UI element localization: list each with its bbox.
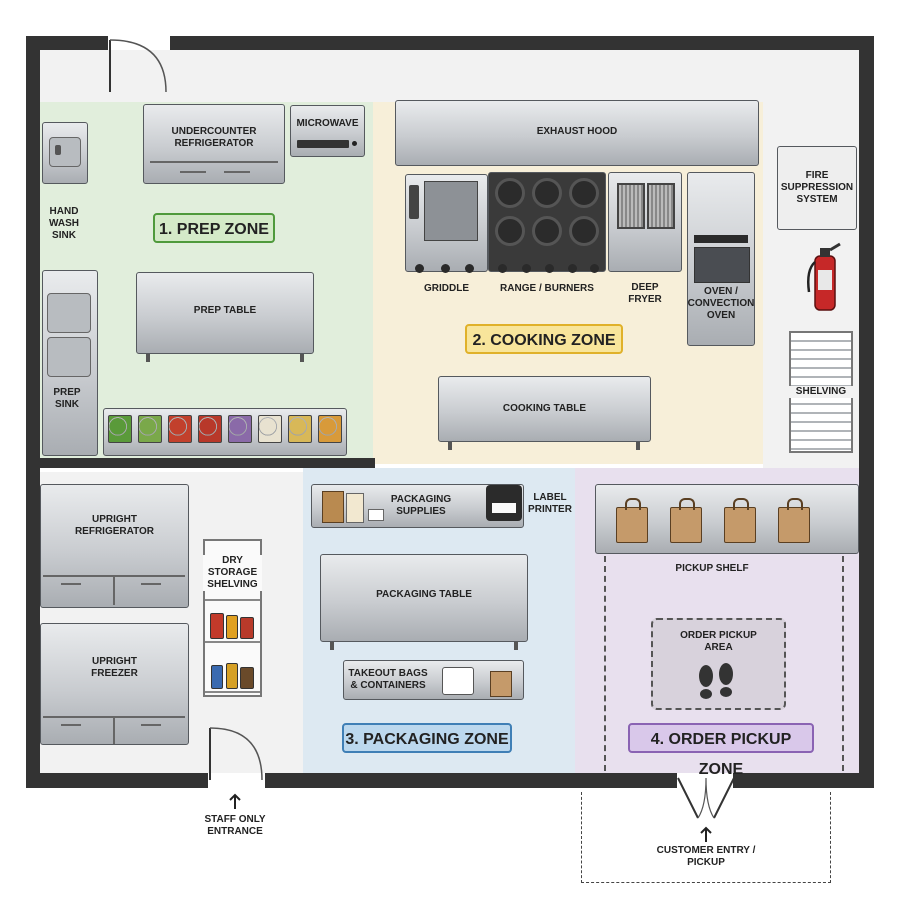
hand-wash-sink [42,122,88,184]
ingredient-pan [318,415,342,443]
ingredient-pan [108,415,132,443]
oven [687,172,755,346]
range-burners-label: RANGE / BURNERS [500,283,594,294]
oven-label: OVEN / CONVECTION OVEN [687,286,755,321]
pickup-bag [670,498,702,543]
customer-entry-label: CUSTOMER ENTRY / PICKUP [656,845,756,868]
griddle [405,174,488,272]
cooking-table [438,376,651,442]
undercounter-refrigerator-label: UNDERCOUNTER REFRIGERATOR [171,126,257,149]
upright-refrigerator-label: UPRIGHT REFRIGERATOR [74,514,155,537]
deep-fryer [608,172,682,272]
order-pickup-area-label: ORDER PICKUP AREA [680,630,757,653]
pickup-bag [778,498,810,543]
customer-entry-boundary [581,792,831,883]
prep-sink [42,270,98,456]
exhaust-hood [395,100,759,166]
prep-table [136,272,314,354]
pickup-queue-boundary [604,556,844,771]
cooking-table-label: COOKING TABLE [502,403,587,414]
burner [495,178,525,208]
takeout-bags-label: TAKEOUT BAGS & CONTAINERS [348,668,428,691]
prep-zone-badge: 1. PREP ZONE [153,213,275,243]
packaging-table-label: PACKAGING TABLE [376,589,472,600]
upright-freezer [40,623,189,745]
ingredient-pan [228,415,252,443]
wall-bottom-left [26,773,208,788]
wall-right [859,36,874,788]
burner [532,216,562,246]
customer-door-swing [677,777,735,819]
ingredient-pan [198,415,222,443]
burner [532,178,562,208]
prep-table-label: PREP TABLE [193,305,257,316]
pickup-bag [616,498,648,543]
deep-fryer-label: DEEP FRYER [628,282,662,305]
ingredient-pan [168,415,192,443]
burner [495,216,525,246]
exhaust-hood-label: EXHAUST HOOD [536,126,618,137]
upright-freezer-label: UPRIGHT FREEZER [91,656,138,679]
walkway [40,50,859,102]
cooking-zone-badge: 2. COOKING ZONE [465,324,623,354]
undercounter-refrigerator [143,104,285,184]
fire-extinguisher-icon [807,242,841,311]
label-printer [486,485,522,521]
top-door-swing [109,39,167,93]
wall-top-left [26,36,108,50]
wall-bottom-right [733,773,874,788]
pickup-shelf-label: PICKUP SHELF [675,563,749,574]
prep-sink-label: PREP SINK [53,387,81,410]
staff-door-swing [209,727,263,781]
shelving-label: SHELVING [785,386,857,398]
upright-refrigerator [40,484,189,608]
microwave [290,105,365,157]
griddle-label: GRIDDLE [424,283,469,294]
wall-top-right [170,36,874,50]
dry-storage-shelving [203,539,262,697]
pickup-bag [724,498,756,543]
packaging-zone-badge: 3. PACKAGING ZONE [342,723,512,753]
wall-left [26,36,40,788]
hand-wash-sink-label: HAND WASH SINK [49,206,79,241]
fire-suppression-system [777,146,857,230]
wall-interior-stub [365,458,375,468]
ingredient-pan [288,415,312,443]
order-pickup-area [651,618,786,710]
fire-suppression-label: FIRE SUPPRESSION SYSTEM [780,170,854,205]
burner [569,178,599,208]
label-printer-label: LABEL PRINTER [528,492,572,515]
pickup-zone-badge: 4. ORDER PICKUP ZONE [628,723,814,778]
packaging-table [320,554,528,642]
microwave-label: MICROWAVE [296,118,359,129]
footprints-icon [699,663,733,699]
wall-bottom-mid [265,773,677,788]
burner [569,216,599,246]
dry-storage-label: DRY STORAGE SHELVING [203,555,262,591]
wall-interior-prep [40,458,375,468]
ingredient-pan [138,415,162,443]
customer-entry-arrow-icon [700,826,712,842]
ingredient-pan [258,415,282,443]
staff-entrance-arrow-icon [229,793,241,809]
takeout-bags-shelf [343,660,524,700]
staff-entrance-label: STAFF ONLY ENTRANCE [204,814,266,837]
packaging-supplies-label: PACKAGING SUPPLIES [390,494,452,517]
